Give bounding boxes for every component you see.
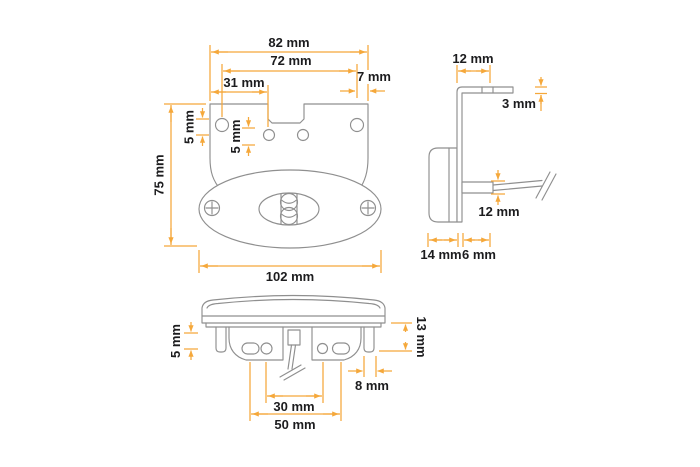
dim-bottom-tab-height: 5 mm — [168, 322, 198, 360]
base-hole-right — [316, 342, 329, 355]
dim-label: 31 mm — [223, 75, 264, 90]
dim-label: 82 mm — [268, 35, 309, 50]
mounting-bracket — [456, 86, 514, 223]
dim-side-grommet-height: 12 mm — [478, 170, 520, 219]
bottom-view: 5 mm 13 mm 8 mm 30 mm 50 mm — [168, 294, 429, 432]
cable-break-symbol — [535, 171, 557, 201]
dim-label: 50 mm — [274, 417, 315, 432]
plate-hole-right — [349, 117, 365, 133]
base-shell-left — [228, 326, 284, 361]
dim-label: 14 mm — [420, 247, 461, 262]
led-facets — [280, 199, 298, 218]
dim-side-body-depth: 14 mm — [420, 233, 462, 262]
dim-side-bracket-offset: 6 mm — [462, 233, 496, 262]
cable-wires — [492, 179, 543, 192]
dim-label: 6 mm — [462, 247, 496, 262]
side-view: 12 mm 3 mm 12 mm 14 mm 6 mm — [420, 51, 557, 262]
dim-label: 13 mm — [414, 316, 429, 357]
dim-bottom-slot-spacing: 50 mm — [249, 362, 342, 432]
dim-front-left-hole-offset: 31 mm — [211, 75, 269, 127]
dim-label: 102 mm — [266, 269, 314, 284]
mounting-tab-right — [363, 326, 375, 353]
dim-label: 3 mm — [502, 96, 536, 111]
cable-break-symbol-bottom — [279, 364, 306, 381]
lamp-body-profile — [428, 147, 458, 223]
dim-label: 8 mm — [355, 378, 389, 393]
plate-hole-inner-left — [262, 128, 276, 142]
base-slot-left — [241, 342, 260, 355]
lens-rim — [206, 298, 381, 309]
plate-hole-inner-right — [296, 128, 310, 142]
dim-label: 7 mm — [357, 69, 391, 84]
dim-front-outer-hole-offset: 5 mm — [182, 108, 209, 146]
lamp-body-oval — [198, 169, 382, 249]
base-shell-right — [311, 326, 362, 361]
dim-front-edge-offset: 7 mm — [340, 69, 391, 94]
base-hole-left — [260, 342, 273, 355]
dim-bottom-base-height: 13 mm — [379, 316, 429, 358]
dim-label: 5 mm — [228, 120, 243, 154]
dim-front-hole-spacing: 72 mm — [221, 53, 358, 117]
cable-boot — [287, 329, 301, 346]
plate-hole-left — [214, 117, 230, 133]
base-slot-right — [331, 342, 351, 355]
dim-bottom-tab-width: 8 mm — [348, 356, 392, 393]
dim-bottom-hole-spacing: 30 mm — [265, 362, 324, 414]
bracket-slot-marks — [481, 86, 494, 94]
cable-grommet — [461, 181, 494, 194]
dim-front-overall-height: 75 mm — [152, 103, 206, 247]
dim-label: 5 mm — [168, 324, 183, 358]
dim-front-body-width: 102 mm — [198, 250, 382, 284]
dim-label: 12 mm — [452, 51, 493, 66]
dim-side-flange-thickness: 3 mm — [502, 77, 547, 111]
mounting-plate — [209, 103, 369, 191]
screw-hole-right — [359, 199, 377, 217]
dim-front-inner-hole-offset: 5 mm — [228, 117, 255, 156]
led-bottom — [279, 206, 299, 226]
dim-label: 72 mm — [270, 53, 311, 68]
dim-label: 75 mm — [152, 154, 167, 195]
front-view: 82 mm 72 mm 7 mm 31 mm 5 mm — [152, 35, 391, 284]
dim-front-top-width: 82 mm — [209, 35, 369, 101]
dim-label: 30 mm — [273, 399, 314, 414]
dim-label: 5 mm — [182, 110, 197, 144]
mounting-tab-left — [215, 326, 227, 353]
dim-side-flange-width: 12 mm — [452, 51, 494, 83]
cable-wires-bottom — [287, 344, 297, 370]
dim-label: 12 mm — [478, 204, 519, 219]
led-top — [279, 192, 299, 212]
lens-lip — [205, 322, 382, 328]
screw-hole-left — [203, 199, 221, 217]
